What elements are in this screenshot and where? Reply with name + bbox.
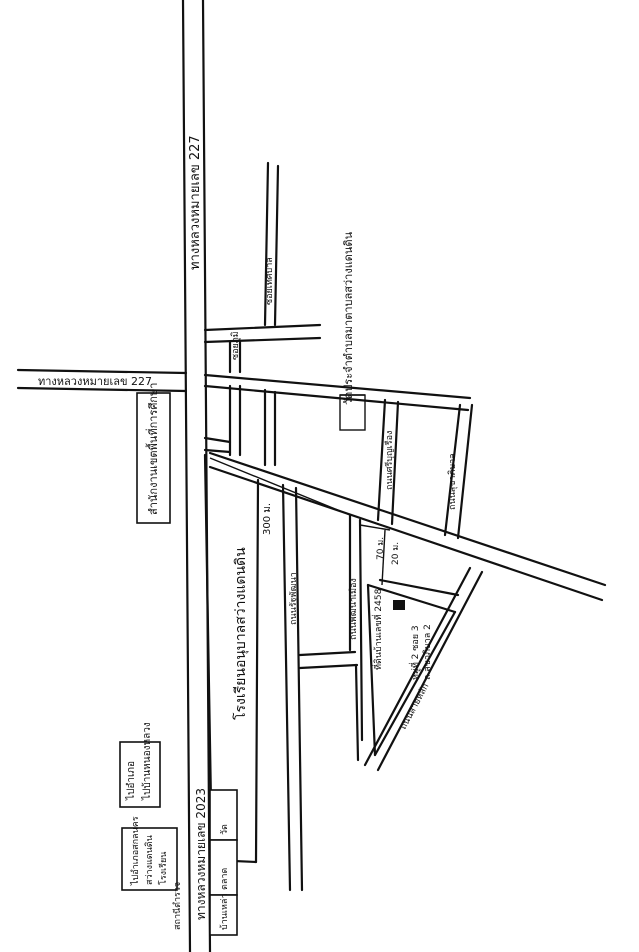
bottom-strip <box>209 789 238 936</box>
road-label-a: ซอยเทศบาล <box>265 257 275 305</box>
road-label-b: ถนนศรีบุญเรือง <box>384 431 395 490</box>
highway-2023-label: ทางหลวงหมายเลข 2023 <box>194 788 208 920</box>
dist-70-label: 70 ม. <box>376 537 386 560</box>
corner-label-8: บ้านเหล่า <box>219 894 230 931</box>
town-road-grid <box>203 161 607 602</box>
highway-227-left-label: ทางหลวงหมายเลข 227 <box>38 375 152 388</box>
road-label-c: ถนนสุขาภิบาล <box>447 453 458 510</box>
corner-box-1 <box>119 741 161 808</box>
road-label-g: ถนนสายหลัก <box>399 682 432 731</box>
corner-label-1: ไปอำเภอ <box>125 761 137 801</box>
highway-main <box>181 0 212 952</box>
corner-label-9: สถานีตำรวจ <box>172 882 183 930</box>
corner-label-7: ตลาด <box>220 868 230 890</box>
highway-227-label: ทางหลวงหมายเลข 227 <box>188 135 203 270</box>
target-label-2: ถ.สุขาภิบาล 2 <box>422 624 433 680</box>
road-diagonal-lower <box>363 566 484 772</box>
corner-label-4: สว่างแดนดิน <box>144 835 155 885</box>
temple-label: วัดประจำตำบลมาตาบลสว่างแดนดิน <box>342 231 355 405</box>
corner-label-6: วัด <box>220 824 230 835</box>
highway-227-left <box>16 368 188 393</box>
target-marker <box>393 600 405 610</box>
road-label-f: ซอยภูมิ <box>230 331 241 360</box>
road-label-e: ถนนพัฒนาเมือง <box>348 578 359 640</box>
office-label: สำนักงานเขตพื้นที่การศึกษา <box>145 383 160 515</box>
corner-label-2: ไปบ้านหนองหลวง <box>141 722 153 801</box>
office-box <box>136 392 171 524</box>
school-label: โรงเรียนอนุบาลสว่างแดนดิน <box>232 547 249 720</box>
road-label-d: ถนนรัฐพัฒนา <box>289 572 299 625</box>
corner-label-3: ไปอำเภอสกลนคร <box>130 816 141 886</box>
dist-300-label: 300 ม. <box>262 503 273 535</box>
dist-20-label: 20 ม. <box>391 542 401 565</box>
corner-box-2 <box>121 827 178 891</box>
corner-label-5: โรงเรียน <box>158 852 169 885</box>
target-plot <box>359 524 460 757</box>
road-central <box>281 483 364 892</box>
target-label-3: ที่ดินบ้านเลขที่ 2458 <box>371 588 384 670</box>
